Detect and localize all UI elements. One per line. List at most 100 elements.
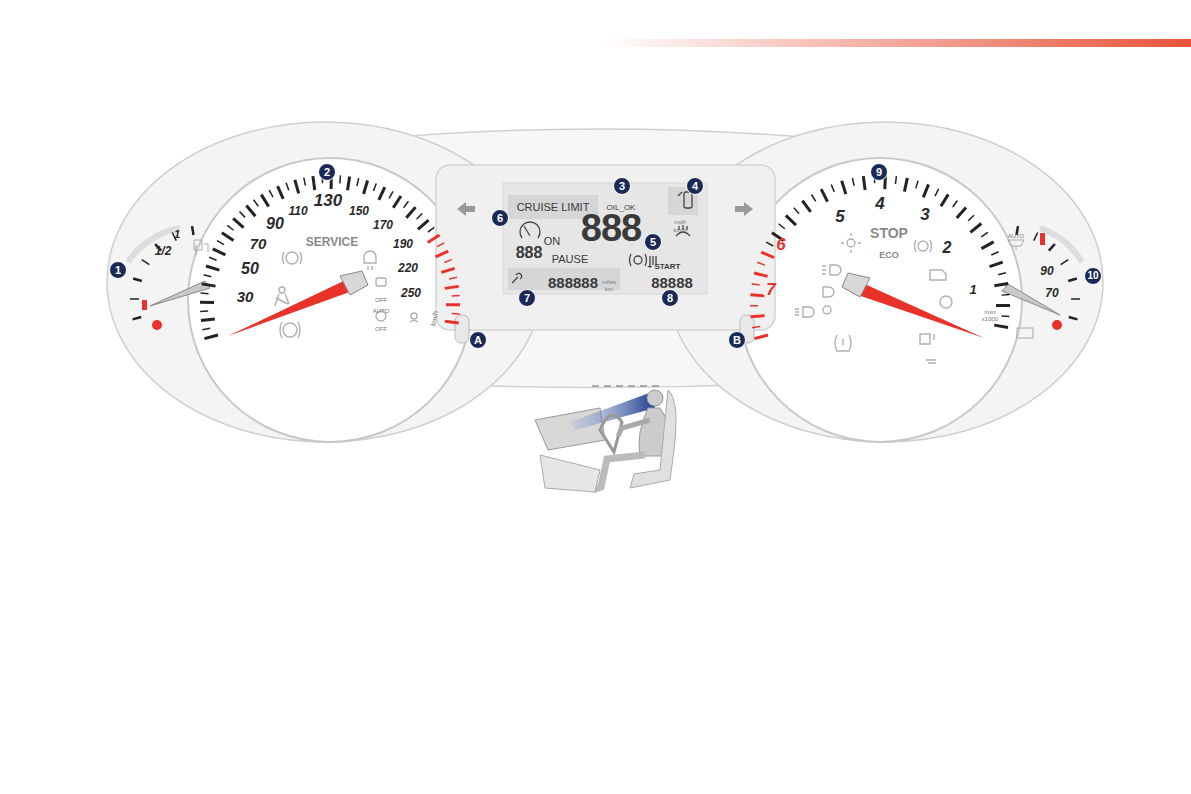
label-holder: 110 [288, 202, 307, 218]
label-holder: 1 [969, 281, 976, 297]
unit-text: km/h [673, 227, 686, 233]
label-holder: 888888 [548, 275, 598, 291]
tick-mark [904, 178, 907, 192]
tick-mark [991, 252, 998, 255]
tick-mark [206, 266, 219, 270]
label-holder: 4 [875, 195, 884, 212]
tick-mark [998, 273, 1006, 275]
tick-mark [133, 317, 142, 319]
tick-mark [779, 224, 785, 229]
callout-number: B [728, 331, 746, 349]
label-holder: 1 [109, 261, 127, 279]
tick-mark [254, 200, 259, 206]
fuel-value: 1/2 [155, 245, 172, 257]
label-holder: 5 [644, 233, 662, 251]
tick-mark [831, 184, 834, 191]
label-holder: 70 [1045, 284, 1058, 300]
turn-left-arrow [457, 202, 475, 216]
tick-mark [750, 295, 764, 296]
service-text: SERVICE [306, 236, 358, 248]
tick-mark [751, 316, 765, 317]
label-holder: ON [544, 232, 561, 248]
tick-mark [989, 262, 1002, 267]
label-holder: 4 [686, 177, 704, 195]
tick-mark [445, 286, 459, 288]
unit-text: mph [674, 219, 686, 225]
label-holder: x1000 [982, 308, 998, 324]
label-holder: B [728, 331, 746, 349]
fuel-warning-dot [152, 320, 162, 330]
unit-text: miles [602, 279, 616, 285]
callout-number: 9 [870, 163, 888, 181]
tick-mark [1034, 232, 1038, 240]
callout-number: 8 [661, 289, 679, 307]
wiper-icon [1008, 240, 1024, 250]
tick-mark [981, 242, 993, 249]
tick-mark [201, 292, 209, 294]
tachometer-face [738, 158, 1022, 442]
tick-mark [994, 325, 1008, 327]
callout-number: 4 [686, 177, 704, 195]
tick-mark [794, 208, 799, 214]
label-holder: AUTO [1008, 225, 1025, 241]
tick-mark [418, 220, 429, 229]
speed-value: 110 [288, 205, 307, 217]
tick-mark [261, 195, 268, 207]
label-holder: 50 [241, 261, 259, 277]
header-bar [600, 39, 1191, 47]
unit-text: km/h [430, 310, 440, 326]
tick-mark [452, 313, 460, 315]
tick-mark [957, 208, 966, 218]
label-holder: SERVICE [306, 233, 358, 249]
tick-mark [981, 232, 988, 236]
tick-mark [446, 303, 460, 306]
tick-mark [404, 201, 409, 207]
tick-mark [339, 175, 341, 183]
tick-mark [389, 191, 393, 198]
tick-mark [304, 178, 306, 186]
tick-mark [923, 184, 928, 197]
tick-mark [436, 251, 449, 257]
tick-mark [142, 260, 150, 265]
label-holder: 190 [393, 235, 413, 251]
tick-mark [953, 201, 958, 207]
tick-mark [393, 196, 401, 208]
label-holder: 6 [491, 209, 509, 227]
speed-value: 70 [250, 236, 267, 251]
label-holder: 3 [920, 206, 929, 223]
tick-mark [222, 233, 234, 241]
label-holder: 150 [349, 202, 369, 218]
tick-mark [449, 277, 457, 279]
tick-mark [852, 178, 854, 186]
tick-mark [348, 176, 350, 190]
tick-mark [246, 205, 255, 216]
lcd-text: + START [648, 263, 681, 271]
battery-icon [1017, 328, 1033, 338]
tick-mark [379, 187, 385, 200]
lcd-text: CRUISE LIMIT [517, 202, 590, 213]
callout-number: 3 [613, 177, 631, 195]
tick-mark [996, 304, 1010, 307]
tick-mark [357, 178, 359, 186]
rpm-value: 4 [875, 195, 884, 212]
tick-mark [752, 326, 760, 327]
label-holder: 10 [1084, 267, 1102, 285]
label-holder: ECO [879, 245, 899, 261]
lcd-digits: 88888 [651, 275, 693, 290]
speed-value: 150 [349, 205, 369, 217]
tick-mark [1002, 294, 1010, 296]
label-holder: OFF [375, 318, 387, 334]
label-holder: 9 [870, 163, 888, 181]
label-holder: miles [602, 271, 616, 287]
lcd-text: PAUSE [552, 254, 588, 265]
fuel-arc [128, 228, 180, 262]
speed-value: 190 [393, 238, 413, 250]
icon-text: AUTO [1008, 233, 1025, 239]
callout-number: 6 [491, 209, 509, 227]
tick-mark [754, 273, 768, 276]
label-holder: A [469, 331, 487, 349]
label-holder: km/h [423, 309, 441, 327]
tick-mark [437, 243, 444, 247]
lcd-digits: 888 [516, 245, 543, 261]
